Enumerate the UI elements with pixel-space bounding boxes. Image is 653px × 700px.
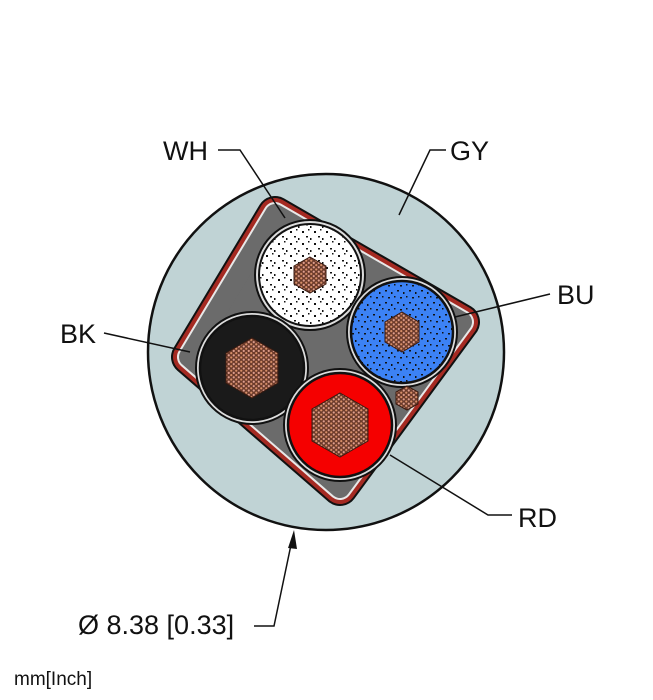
leader-gy (398, 149, 446, 216)
leader-wh (218, 149, 286, 219)
drain-wire (395, 385, 419, 411)
dimension-arrow (288, 530, 297, 549)
leader-rd (389, 454, 512, 516)
leader-bu (454, 293, 551, 318)
label-wh: WH (163, 136, 208, 166)
copper-strands (293, 256, 327, 294)
label-rd: RD (518, 503, 557, 533)
conductor-rd (283, 368, 397, 482)
conductor-bk (195, 311, 309, 425)
copper-strands (311, 392, 369, 458)
conductor-wh (254, 219, 366, 331)
copper-strands (225, 337, 279, 399)
label-bk: BK (60, 319, 96, 349)
copper-strands (384, 311, 420, 353)
leader-bk (103, 332, 191, 353)
label-bu: BU (557, 280, 595, 310)
units-label: mm[Inch] (14, 669, 92, 690)
conductor-bu (346, 276, 458, 388)
dimension-label: Ø 8.38 [0.33] (78, 610, 234, 640)
dimension-leader (254, 539, 293, 627)
label-gy: GY (450, 136, 489, 166)
